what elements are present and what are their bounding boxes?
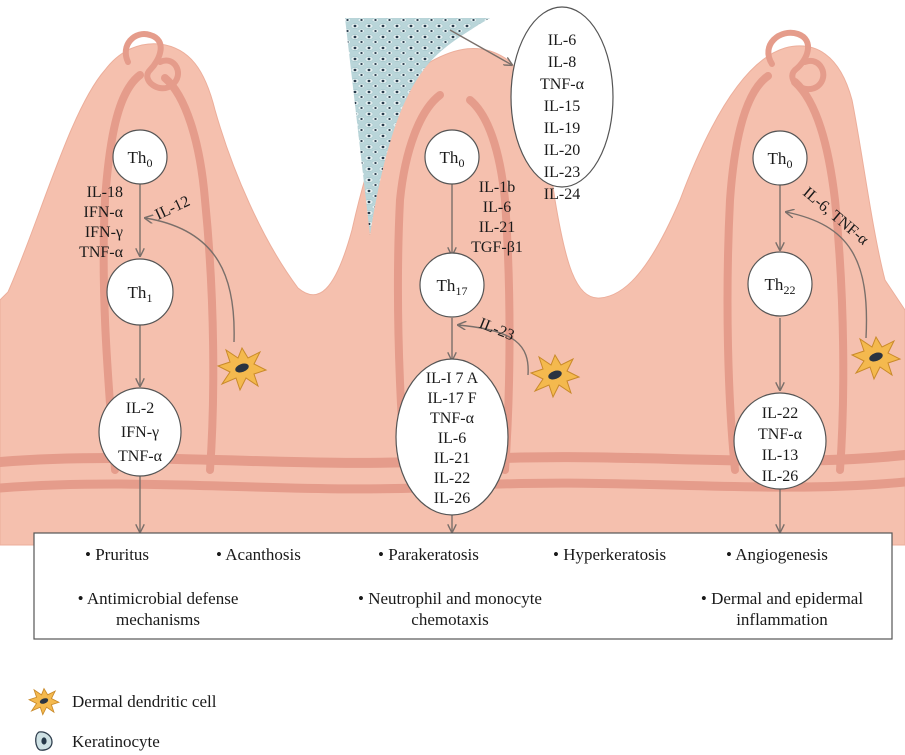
outcome-antimicrobial-line2: mechanisms xyxy=(116,610,200,629)
th1-inducing-cytokine: IFN-γ xyxy=(85,224,123,241)
outcome-inflammation-line2: inflammation xyxy=(736,610,828,629)
th17-product: TNF-α xyxy=(430,410,475,427)
outcome-acanthosis: • Acanthosis xyxy=(216,545,301,564)
outcome-antimicrobial-line1: • Antimicrobial defense xyxy=(78,589,239,608)
outcome-hyperkeratosis: • Hyperkeratosis xyxy=(553,545,666,564)
keratinocyte-cytokine: IL-20 xyxy=(544,142,580,159)
th1-product: IL-2 xyxy=(126,400,154,417)
legend: Dermal dendritic cell Keratinocyte xyxy=(29,689,217,751)
th1-product: IFN-γ xyxy=(121,424,159,441)
th22-product: IL-22 xyxy=(762,405,798,422)
keratinocyte-cytokine: TNF-α xyxy=(540,76,585,93)
th17-product: IL-22 xyxy=(434,470,470,487)
th17-inducing-cytokine: IL-21 xyxy=(479,219,515,236)
outcome-pruritus: • Pruritus xyxy=(85,545,149,564)
outcomes-box: • Pruritus • Acanthosis • Parakeratosis … xyxy=(34,533,892,639)
th17-product: IL-26 xyxy=(434,490,470,507)
th1-inducing-cytokine: IL-18 xyxy=(87,184,123,201)
outcome-angiogenesis: • Angiogenesis xyxy=(726,545,828,564)
th17-inducing-cytokine: IL-1b xyxy=(479,179,515,196)
outcome-parakeratosis: • Parakeratosis xyxy=(378,545,479,564)
outcome-chemotaxis-line1: • Neutrophil and monocyte xyxy=(358,589,542,608)
th22-product: IL-13 xyxy=(762,447,798,464)
th22-product: TNF-α xyxy=(758,426,803,443)
th17-inducing-cytokine: TGF-β1 xyxy=(471,239,523,256)
th1-inducing-cytokine: IFN-α xyxy=(84,204,124,221)
keratinocyte-cytokine: IL-6 xyxy=(548,32,576,49)
keratinocyte-cytokine: IL-8 xyxy=(548,54,576,71)
keratinocyte-cytokine: IL-23 xyxy=(544,164,580,181)
th1-inducing-cytokine: TNF-α xyxy=(79,244,124,261)
th17-inducing-cytokine: IL-6 xyxy=(483,199,511,216)
dendritic-cell-legend-icon xyxy=(29,689,59,715)
keratinocyte-cytokine: IL-24 xyxy=(544,186,580,203)
th1-product: TNF-α xyxy=(118,448,163,465)
th17-product: IL-6 xyxy=(438,430,466,447)
keratinocyte-cytokine: IL-15 xyxy=(544,98,580,115)
legend-dendritic-cell-label: Dermal dendritic cell xyxy=(72,692,217,711)
outcome-chemotaxis-line2: chemotaxis xyxy=(411,610,488,629)
th17-product: IL-21 xyxy=(434,450,470,467)
outcome-inflammation-line1: • Dermal and epidermal xyxy=(701,589,863,608)
legend-keratinocyte-label: Keratinocyte xyxy=(72,732,160,751)
keratinocyte-legend-icon xyxy=(36,732,52,750)
th17-product: IL-17 F xyxy=(427,390,476,407)
th22-product: IL-26 xyxy=(762,468,798,485)
th17-product: IL-I 7 A xyxy=(426,370,479,387)
keratinocyte-cytokine: IL-19 xyxy=(544,120,580,137)
